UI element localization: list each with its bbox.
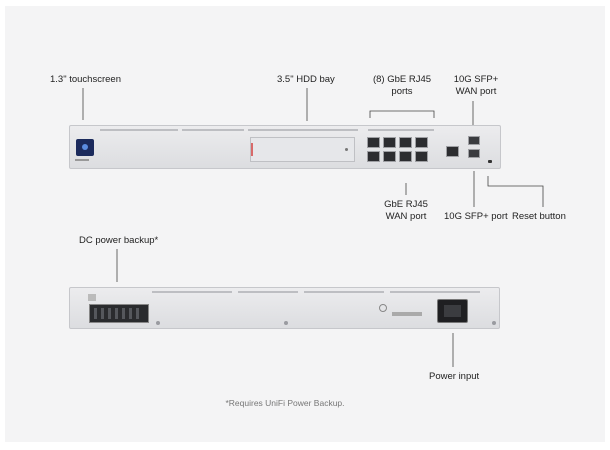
label-sticker [88,294,96,301]
screw [492,321,496,325]
label-gbe-ports-line1: (8) GbE RJ45 [372,74,432,85]
label-sfp-wan-line1: 10G SFP+ [453,74,499,85]
label-dc-power-backup: DC power backup* [79,235,159,246]
gbe-port-group [367,135,431,163]
label-rj45-wan-line2: WAN port [385,211,427,222]
rear-panel [69,287,500,329]
rj45-port[interactable] [415,137,428,148]
rj45-port[interactable] [367,137,380,148]
bracket-gbe-ports [369,110,435,118]
label-sfp-wan: 10G SFP+ WAN port [454,74,499,98]
label-rj45-wan: GbE RJ45 WAN port [384,199,428,223]
screw [284,321,288,325]
label-sfp-wan-line2: WAN port [455,86,497,97]
diagram-background [5,6,605,442]
rj45-port[interactable] [399,137,412,148]
label-rj45-wan-line1: GbE RJ45 [384,199,428,210]
line-reset [487,176,544,207]
ubiquiti-logo-icon [379,304,387,312]
label-gbe-ports: (8) GbE RJ45 ports [373,74,431,98]
sfp-port[interactable] [468,149,480,158]
certification-marks [392,312,422,316]
label-gbe-ports-line2: ports [391,86,413,97]
rj45-port[interactable] [399,151,412,162]
footnote: *Requires UniFi Power Backup. [225,398,345,408]
front-panel [69,125,501,169]
label-sfp-port: 10G SFP+ port [444,211,508,222]
label-hdd-bay: 3.5" HDD bay [277,74,335,85]
reset-button[interactable] [488,160,492,163]
rj45-port[interactable] [383,137,396,148]
rj45-port[interactable] [383,151,396,162]
label-touchscreen: 1.3" touchscreen [50,74,121,85]
screw [156,321,160,325]
sfp-wan-port[interactable] [468,136,480,145]
label-reset-button: Reset button [512,211,566,222]
rj45-port[interactable] [367,151,380,162]
touchscreen-icon[interactable] [76,139,94,156]
power-socket-icon[interactable] [437,299,468,323]
hdd-bay[interactable] [250,137,355,162]
rj45-wan-port[interactable] [446,146,459,157]
dc-power-backup-terminal[interactable] [89,304,149,323]
rj45-port[interactable] [415,151,428,162]
label-power-input: Power input [429,371,480,382]
